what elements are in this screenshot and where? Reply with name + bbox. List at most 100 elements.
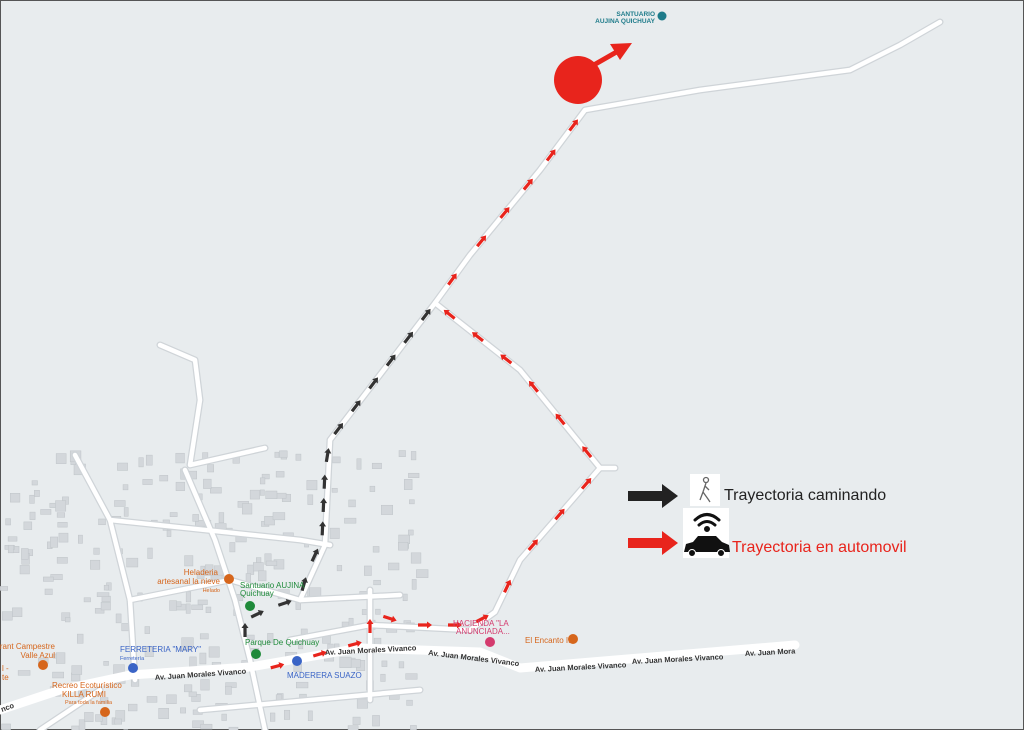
place-edge-2: te <box>2 673 9 682</box>
car-route-arrow <box>448 621 462 629</box>
building <box>242 503 253 515</box>
car-route-arrow <box>582 446 593 459</box>
building <box>267 633 274 644</box>
park-pin-icon <box>251 649 261 659</box>
building <box>295 453 302 461</box>
building <box>169 600 177 611</box>
building <box>259 489 265 496</box>
building <box>284 709 291 720</box>
building <box>373 579 381 586</box>
building <box>0 586 8 591</box>
place-restaurant-2: Valle Azul <box>20 651 55 660</box>
building <box>200 679 210 691</box>
car-route-arrow <box>347 640 362 648</box>
building <box>43 576 54 582</box>
building <box>296 681 309 689</box>
building <box>123 507 129 517</box>
building <box>185 603 191 614</box>
building <box>331 488 338 493</box>
place-labels: SANTUARIO AUJINA QUICHUAY Heladeria arte… <box>0 11 667 717</box>
building <box>9 492 21 503</box>
building <box>388 562 400 571</box>
legend-car: Trayectoria en automovil <box>628 508 907 558</box>
building <box>52 671 64 679</box>
building <box>189 656 197 668</box>
building <box>114 500 126 507</box>
building <box>103 584 109 591</box>
building <box>175 452 185 464</box>
place-restaurant: rant Campestre <box>0 642 56 651</box>
building <box>138 457 144 468</box>
building <box>188 691 197 697</box>
building <box>185 591 192 603</box>
place-recreo-3: Para toda la familia <box>65 700 113 706</box>
building <box>261 473 270 480</box>
building <box>71 665 83 675</box>
car-route-arrow <box>522 178 533 191</box>
building <box>347 725 359 730</box>
place-heladeria-3: Helado <box>203 588 220 594</box>
building <box>249 489 260 500</box>
building <box>398 661 405 669</box>
building <box>410 725 417 730</box>
roads <box>0 18 944 730</box>
walk-route-arrow <box>321 474 329 489</box>
walk-route-arrow <box>277 599 292 607</box>
building <box>279 450 288 458</box>
building <box>307 494 314 505</box>
car-route-arrow <box>554 508 565 521</box>
place-heladeria-2: artesanal la nieve <box>157 577 220 586</box>
place-ferreteria: FERRETERIA "MARY" <box>120 645 201 654</box>
place-heladeria: Heladeria <box>184 568 219 577</box>
building <box>95 714 103 722</box>
building <box>336 565 343 572</box>
building <box>372 546 380 553</box>
car-route-arrow <box>545 149 556 162</box>
building <box>265 560 278 566</box>
wifi-icon <box>693 513 721 532</box>
building <box>146 696 158 703</box>
walking-person-icon <box>699 476 711 503</box>
building <box>56 512 65 518</box>
building <box>344 517 357 524</box>
building <box>34 490 40 497</box>
building <box>94 608 105 614</box>
place-maderera: MADERERA SUAZO <box>287 671 362 680</box>
destination-circle <box>554 56 602 104</box>
walk-route-arrow <box>403 331 414 344</box>
building <box>247 564 255 575</box>
building <box>103 661 109 666</box>
building <box>65 617 71 623</box>
building <box>402 593 408 602</box>
building <box>175 481 185 491</box>
building <box>408 529 414 536</box>
building <box>142 479 153 485</box>
building <box>57 522 68 528</box>
walk-route-arrow <box>420 308 431 321</box>
building <box>350 658 361 668</box>
legend: Trayectoria caminando Trayectoria en aut… <box>628 474 907 558</box>
building <box>31 480 38 486</box>
building <box>29 494 35 504</box>
pin-icon <box>657 11 667 21</box>
car-route-arrow <box>443 309 456 320</box>
building <box>55 453 67 464</box>
car-route-arrow <box>499 207 510 219</box>
building <box>372 715 380 727</box>
car-route-arrow <box>312 650 327 658</box>
walk-route-arrow <box>241 623 249 637</box>
building <box>375 608 381 615</box>
car-route-arrow <box>568 119 578 132</box>
walk-route-arrow <box>350 400 361 413</box>
building <box>259 477 266 485</box>
restaurant-pin-icon <box>100 707 110 717</box>
building <box>55 500 67 512</box>
building <box>356 698 368 709</box>
restaurant-pin-icon <box>38 660 48 670</box>
building <box>381 504 393 515</box>
car-route-arrow <box>472 332 484 343</box>
building <box>126 557 139 568</box>
black-arrow-icon <box>628 484 678 508</box>
building <box>78 719 86 730</box>
